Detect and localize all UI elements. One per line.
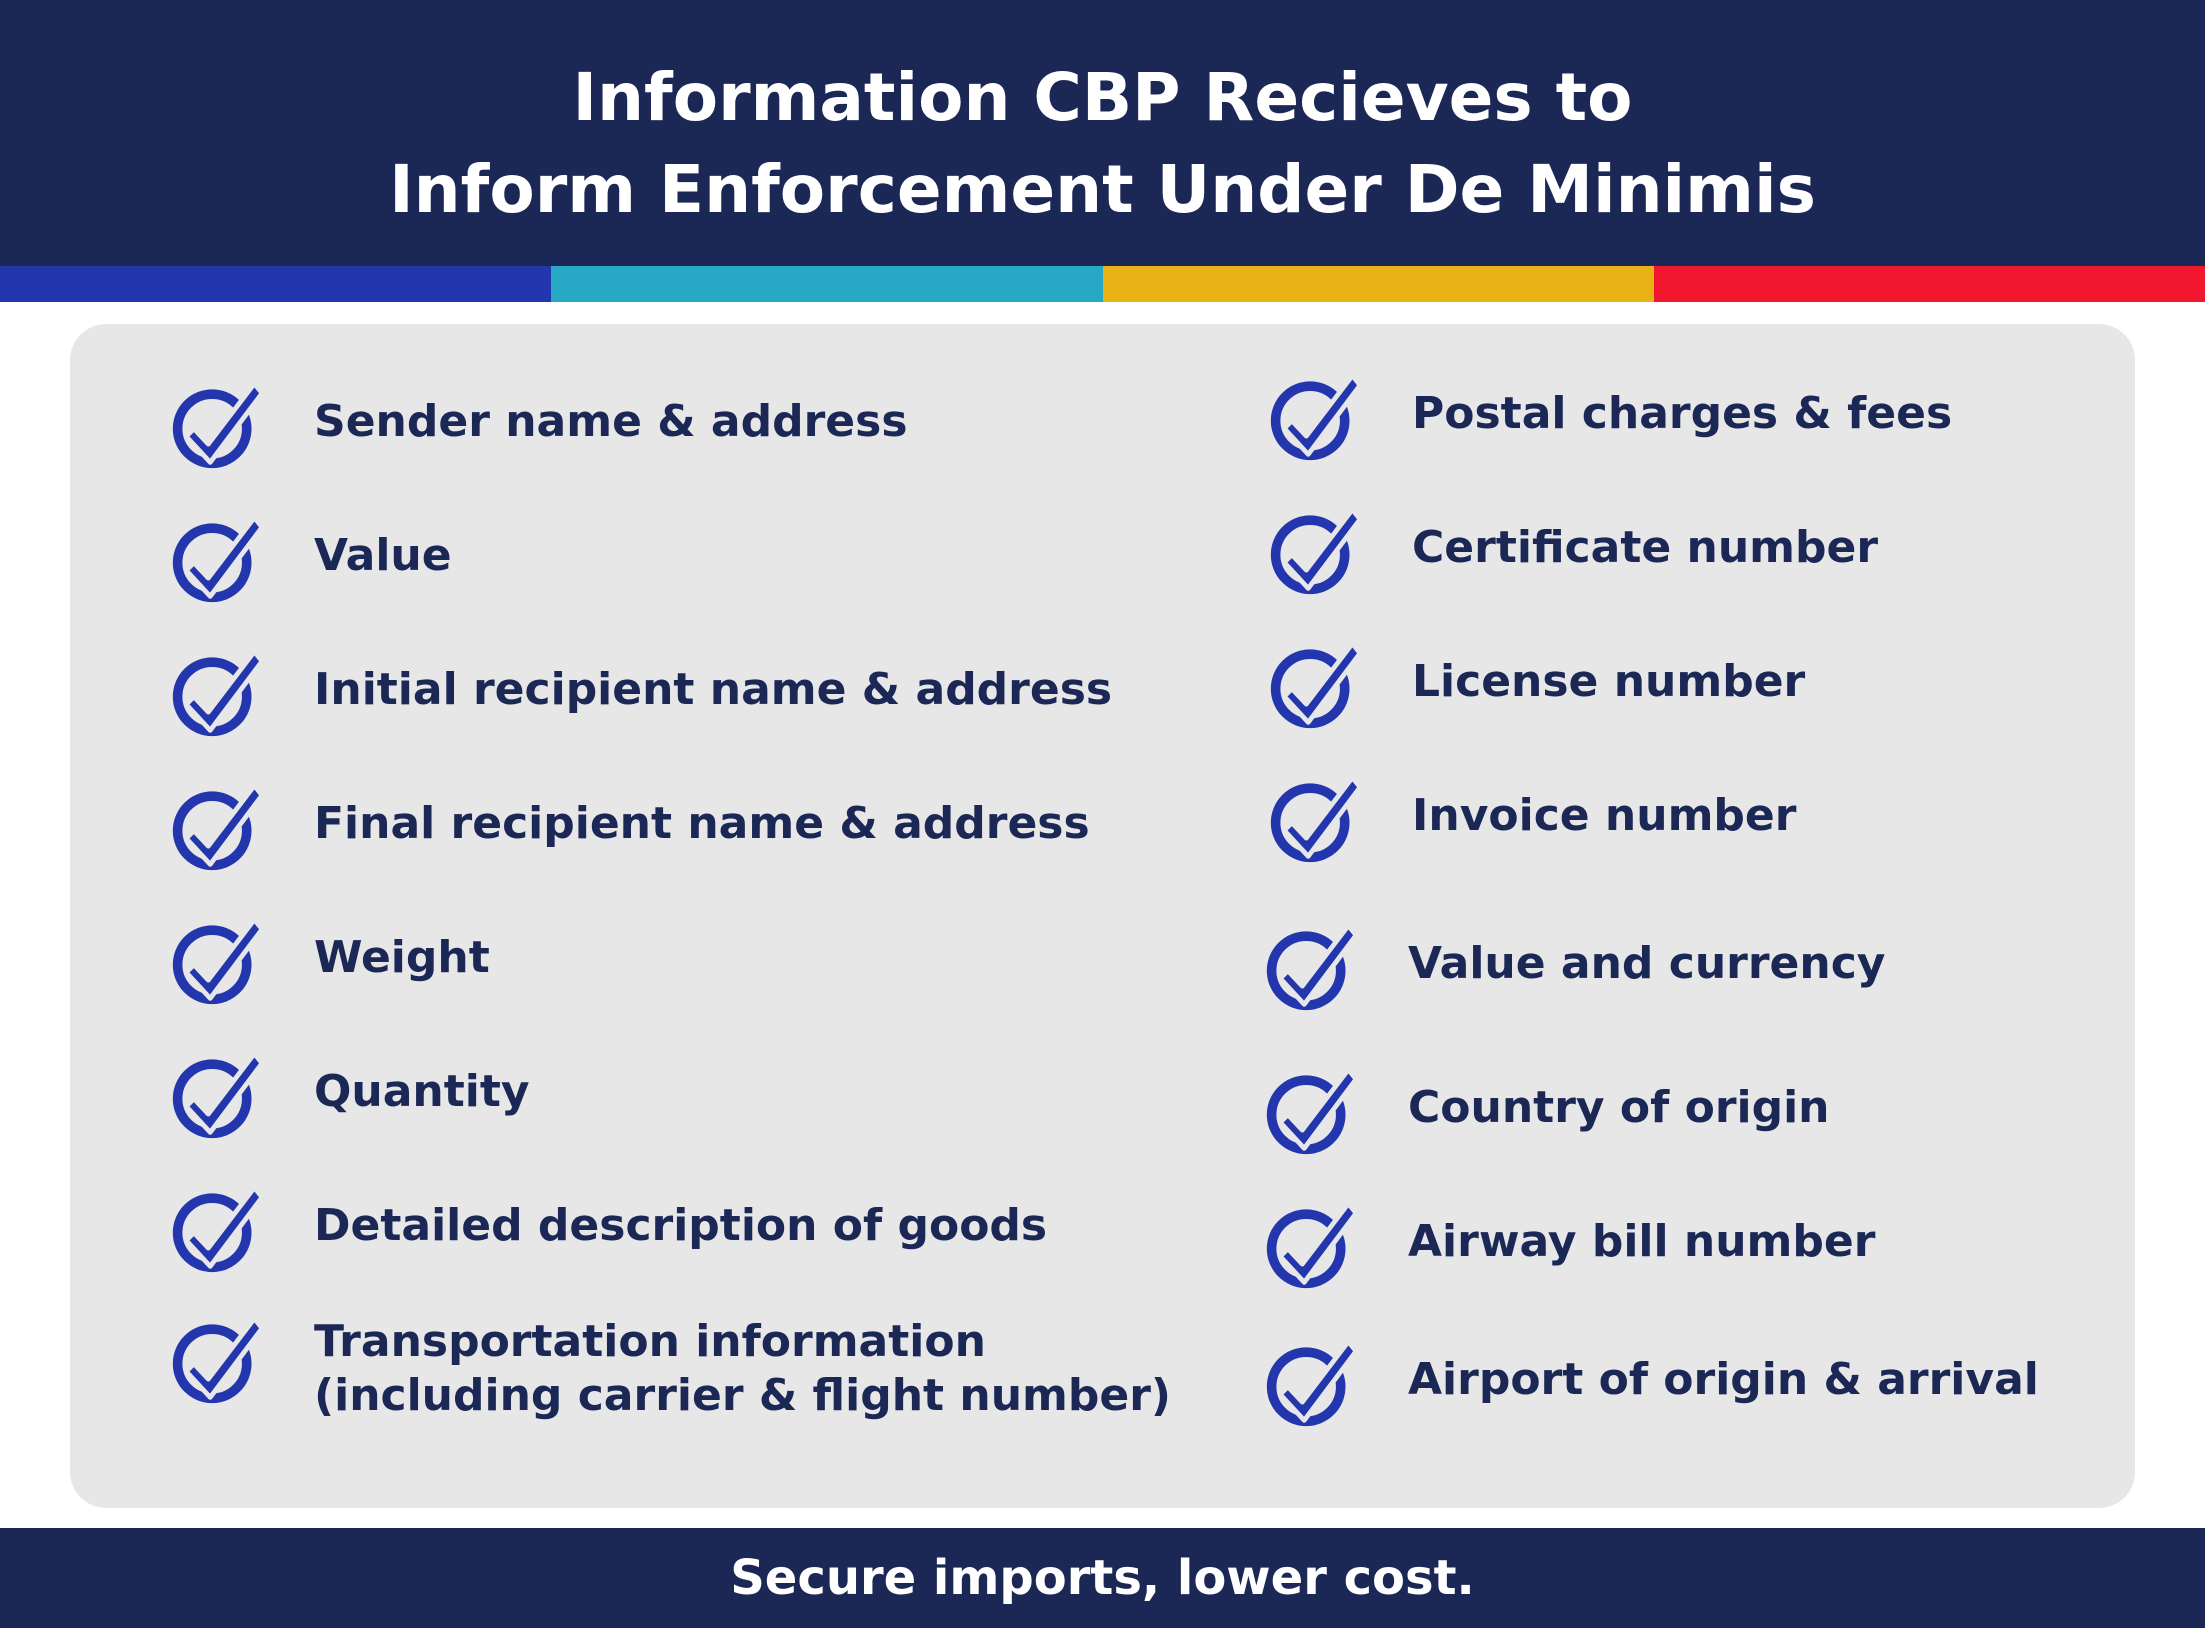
checklist-label: Quantity <box>314 1066 530 1117</box>
check-circle-icon <box>1270 373 1362 461</box>
header-banner: Information CBP Recieves to Inform Enfor… <box>0 0 2205 266</box>
checklist-item: Value and currency <box>1262 916 1885 1012</box>
checklist-item: Certificate number <box>1266 500 1878 596</box>
checklist-label: Airway bill number <box>1408 1216 1876 1267</box>
checklist-label: Certificate number <box>1412 522 1879 573</box>
checklist-label: Transportation information (including ca… <box>314 1316 1172 1421</box>
footer-banner: Secure imports, lower cost. <box>0 1528 2205 1628</box>
check-circle-icon <box>1266 1339 1358 1427</box>
check-circle-icon <box>172 783 264 871</box>
checklist-label: Sender name & address <box>314 396 908 447</box>
yellow-stripe <box>1102 266 1654 302</box>
checklist-item: Country of origin <box>1262 1060 1830 1156</box>
checklist-item: Initial recipient name & address <box>168 642 1112 738</box>
checklist-label: Country of origin <box>1408 1082 1830 1133</box>
check-circle-icon <box>1266 923 1358 1011</box>
checklist-item: Airport of origin & arrival <box>1262 1332 2039 1428</box>
blue-stripe <box>0 266 552 302</box>
check-circle-icon <box>172 515 264 603</box>
check-circle-icon <box>172 917 264 1005</box>
checklist-item: Weight <box>168 910 490 1006</box>
checklist-panel: Sender name & address Value Initial reci… <box>70 324 2135 1508</box>
checklist-label: Weight <box>314 932 490 983</box>
check-circle-icon <box>172 1051 264 1139</box>
teal-stripe <box>551 266 1103 302</box>
check-circle-icon <box>1270 507 1362 595</box>
check-circle-icon <box>1266 1067 1358 1155</box>
checklist-item: Postal charges & fees <box>1266 366 1952 462</box>
checklist-label: Invoice number <box>1412 790 1797 841</box>
checklist-label: Postal charges & fees <box>1412 388 1953 439</box>
checklist-item: Invoice number <box>1266 768 1796 864</box>
color-stripe-bar <box>0 266 2205 302</box>
check-circle-icon <box>1266 1201 1358 1289</box>
checklist-item: Sender name & address <box>168 374 908 470</box>
checklist-label: Value and currency <box>1408 938 1886 989</box>
check-circle-icon <box>172 1316 264 1404</box>
checklist-label: Value <box>314 530 452 581</box>
checklist-label: License number <box>1412 656 1806 707</box>
checklist-item: Final recipient name & address <box>168 776 1090 872</box>
check-circle-icon <box>172 649 264 737</box>
checklist-item: Transportation information (including ca… <box>168 1309 1171 1421</box>
red-stripe <box>1653 266 2205 302</box>
checklist-item: Detailed description of goods <box>168 1178 1047 1274</box>
checklist-label: Detailed description of goods <box>314 1200 1048 1251</box>
check-circle-icon <box>172 381 264 469</box>
checklist-item: Value <box>168 508 452 604</box>
checklist-label: Initial recipient name & address <box>314 664 1113 715</box>
check-circle-icon <box>172 1185 264 1273</box>
check-circle-icon <box>1270 775 1362 863</box>
footer-tagline: Secure imports, lower cost. <box>730 1550 1475 1606</box>
page-title: Information CBP Recieves to Inform Enfor… <box>389 59 1816 228</box>
check-circle-icon <box>1270 641 1362 729</box>
checklist-item: License number <box>1266 634 1805 730</box>
checklist-item: Airway bill number <box>1262 1194 1875 1290</box>
checklist-item: Quantity <box>168 1044 530 1140</box>
checklist-label: Airport of origin & arrival <box>1408 1354 2039 1405</box>
checklist-label: Final recipient name & address <box>314 798 1090 849</box>
